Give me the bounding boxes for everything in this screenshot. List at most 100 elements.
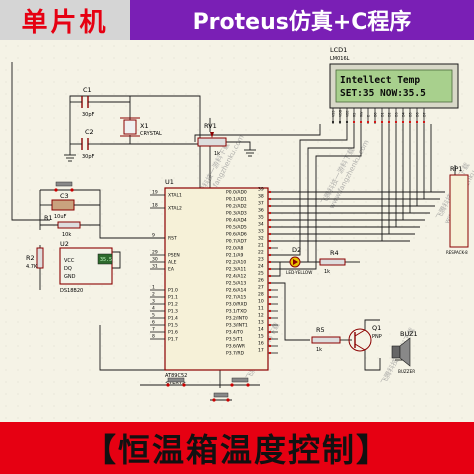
mcu-pin-number: 14: [258, 327, 264, 333]
key-button-3[interactable]: [210, 392, 232, 402]
mcu-pin-number: 5: [152, 313, 155, 319]
mcu-pin-label: P0.5/AD5: [226, 225, 247, 231]
mcu-pin-label: P3.0/RXD: [226, 302, 248, 308]
ground-symbol: [64, 154, 76, 162]
mcu-pin-p1-3: 4P1.3: [150, 306, 178, 315]
mcu-pin-number: 9: [152, 233, 155, 239]
u2-pin-vcc: VCC: [64, 258, 75, 264]
resistor-r5[interactable]: R5 1k: [311, 326, 341, 353]
mcu-u1[interactable]: U1 AT89C52 <TEXT> 19XTAL118XTAL29RST29PS…: [150, 178, 278, 386]
c3-ref: C3: [60, 192, 69, 200]
header-left: 单片机: [0, 0, 130, 40]
resistor-r4[interactable]: R4 1k: [319, 249, 346, 275]
resistor-r1[interactable]: R1 10k: [40, 214, 81, 238]
mcu-pin-number: 37: [258, 201, 264, 207]
r1-value: 10k: [62, 232, 71, 238]
lcd-pin-label: D5: [409, 112, 413, 117]
c1-ref: C1: [83, 86, 92, 94]
lcd-model: LM016L: [330, 56, 350, 62]
mcu-pin-label: P0.0/AD0: [226, 190, 247, 196]
lcd-pin-d3: D3: [395, 108, 399, 124]
top-banner: 单片机 Proteus仿真+C程序: [0, 0, 474, 40]
respack-rp1[interactable]: RP1 RESPACK-8: [446, 165, 469, 255]
mcu-pin-p1-4: 5P1.4: [150, 313, 178, 322]
mcu-ref: U1: [165, 178, 174, 186]
crystal-x1[interactable]: X1 CRYSTAL: [120, 117, 162, 137]
mcu-pin-number: 17: [258, 348, 264, 354]
mcu-pin-label: P3.1/TXD: [226, 309, 247, 315]
capacitor-c2[interactable]: C2 30pF: [70, 128, 100, 160]
mcu-pin-label: P1.4: [168, 316, 178, 322]
mcu-model: AT89C52: [165, 373, 187, 379]
mcu-pin-label: RST: [168, 236, 177, 242]
potentiometer-rv1[interactable]: RV1 1k: [197, 122, 227, 157]
x1-value: CRYSTAL: [140, 131, 162, 137]
led-d2[interactable]: D2 LED-YELLOW: [286, 246, 312, 275]
r4-ref: R4: [330, 249, 339, 257]
lcd-pin-rw: RW: [360, 108, 364, 124]
mcu-pin-label: P1.3: [168, 309, 178, 315]
lcd-pin-d7: D7: [423, 108, 427, 124]
sensor-u2[interactable]: 35.5 U2 VCC DQ GND DS18B20: [59, 240, 113, 294]
c2-value: 30pF: [82, 154, 95, 160]
mcu-pin-label: P1.0: [168, 288, 178, 294]
capacitor-c1[interactable]: C1 30pF: [70, 86, 100, 118]
mcu-pin-number: 19: [152, 190, 158, 196]
lcd-line2: SET:35 NOW:35.5: [340, 88, 426, 99]
mcu-pin-label: P0.3/AD3: [226, 211, 247, 217]
lcd-pin-label: D0: [374, 112, 378, 117]
reset-button[interactable]: [48, 181, 80, 192]
u2-model: DS18B20: [60, 288, 83, 294]
mcu-pin-number: 23: [258, 257, 264, 263]
mcu-pin-label: P0.4/AD4: [226, 218, 247, 224]
mcu-pin-label: P2.0/A8: [226, 246, 243, 252]
header-left-title: 单片机: [21, 7, 109, 38]
r4-value: 1k: [324, 269, 330, 275]
lcd-pin-e: E: [367, 108, 371, 124]
wires: [11, 62, 456, 388]
q1-ref: Q1: [372, 324, 381, 332]
mcu-pin-label: XTAL1: [168, 193, 182, 199]
lcd-pin-label: E: [367, 115, 371, 117]
resistor-r2[interactable]: R2 4.7K: [26, 247, 44, 270]
key-button-1[interactable]: [160, 377, 192, 387]
lcd-line1: Intellect Temp: [340, 75, 420, 86]
mcu-pin-label: P3.6/WR: [226, 344, 245, 350]
lcd-pin-vdd: VDD: [339, 108, 343, 124]
mcu-pin-label: PSEN: [168, 253, 180, 259]
mcu-pin-label: P2.2/A10: [226, 260, 246, 266]
mcu-pin-label: EA: [168, 267, 175, 273]
mcu-pin-label: P3.7/RD: [226, 351, 245, 357]
transistor-q1[interactable]: Q1 PNP: [348, 324, 382, 352]
buzzer-buz1[interactable]: BUZ1 BUZZER: [391, 330, 418, 374]
mcu-pin-label: P1.6: [168, 330, 178, 336]
c3-value: 10uF: [54, 214, 67, 220]
mcu-pin-number: 33: [258, 229, 264, 235]
key-button-2[interactable]: [220, 377, 260, 387]
lcd-pin-rs: RS: [353, 108, 357, 124]
lcd-display[interactable]: Intellect Temp SET:35 NOW:35.5 LCD1 LM01…: [329, 46, 459, 124]
capacitor-c3[interactable]: C3 10uF: [40, 192, 100, 220]
lcd-pin-d2: D2: [388, 108, 392, 124]
u2-reading: 35.5: [100, 257, 112, 263]
mcu-pin-number: 31: [152, 264, 158, 270]
mcu-pin-number: 3: [152, 299, 155, 305]
c1-value: 30pF: [82, 112, 95, 118]
mcu-pin-label: P0.7/AD7: [226, 239, 247, 245]
r1-ref: R1: [44, 214, 53, 222]
lcd-pin-label: D4: [402, 112, 406, 117]
